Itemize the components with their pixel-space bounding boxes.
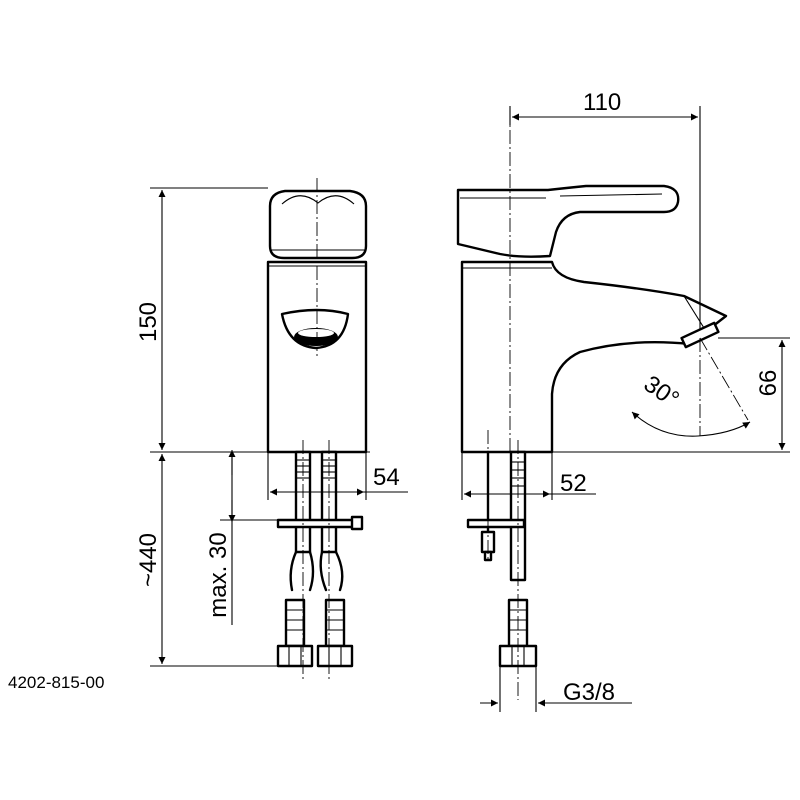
side-body-spout — [460, 260, 728, 454]
side-lever-handle — [456, 184, 680, 258]
dim-reach-label: 110 — [583, 89, 621, 116]
dim-thread-label: G3/8 — [563, 679, 615, 706]
front-handle-bevel — [281, 195, 355, 205]
side-supply-pipes — [466, 450, 538, 668]
dim-installation-length-label: ~440 — [135, 533, 162, 587]
side-aerator — [680, 321, 720, 349]
drawing-code: 4202-815-00 — [8, 673, 104, 692]
dim-max-deck-label: max. 30 — [205, 532, 232, 617]
front-dimensions — [150, 187, 408, 667]
side-view — [456, 108, 749, 700]
dim-angle-label: 30° — [639, 370, 684, 413]
side-dimensions — [461, 106, 790, 712]
dim-base-side-label: 52 — [560, 470, 587, 497]
dim-height-label: 150 — [135, 302, 162, 342]
front-view — [266, 178, 368, 680]
dim-spout-height-label: 66 — [755, 370, 782, 397]
dim-base-front-label: 54 — [373, 464, 400, 491]
front-handle — [268, 189, 368, 260]
front-supply-hoses — [276, 450, 364, 668]
